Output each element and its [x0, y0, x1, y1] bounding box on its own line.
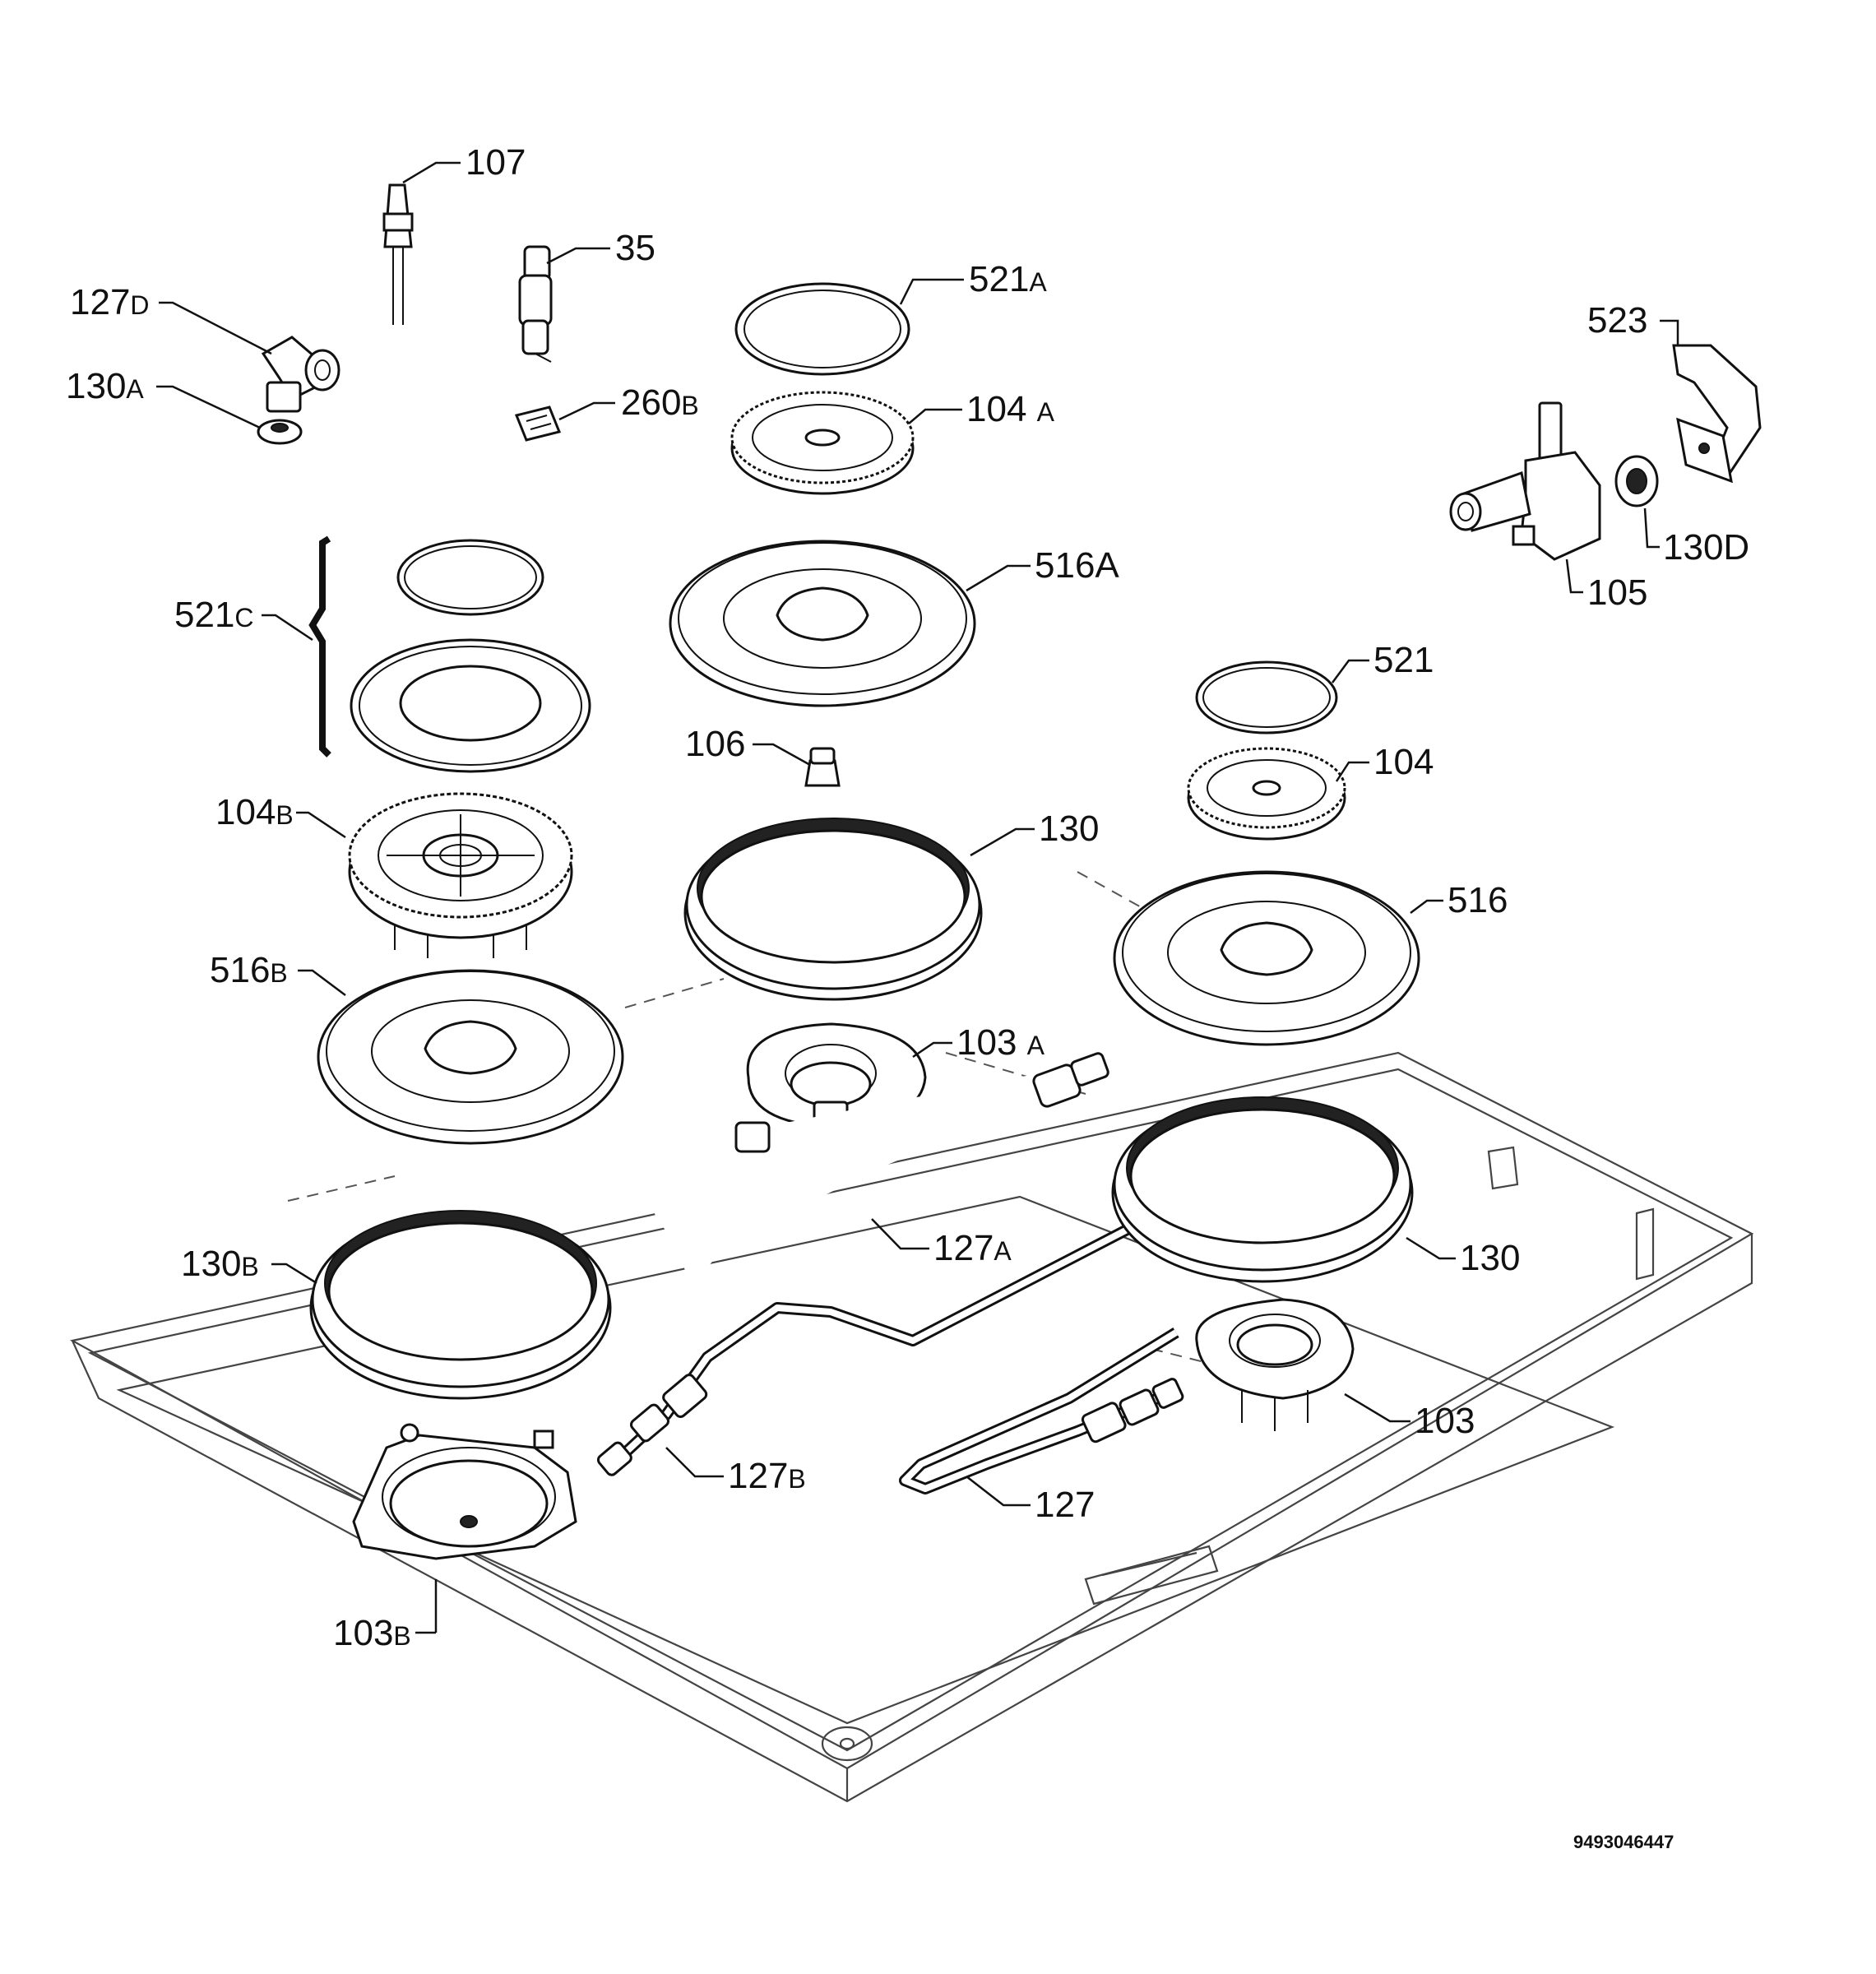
label-127: 127: [1035, 1485, 1095, 1525]
label-516b: 516B: [210, 950, 288, 990]
burner-base-103: [1195, 1298, 1355, 1431]
label-516a: 516A: [1035, 545, 1119, 586]
label-35: 35: [615, 228, 655, 268]
document-id: 9493046447: [1573, 1832, 1674, 1852]
burner-cap-521a: [734, 282, 910, 376]
label-521c: 521C: [174, 595, 254, 635]
injector-106: [804, 747, 841, 787]
gasket-ring-130-right: [1111, 1096, 1414, 1283]
gas-pipe-127: [899, 1328, 1184, 1494]
leader-lines: [156, 161, 1679, 1633]
gasket-ring-130-center: [683, 818, 983, 1001]
label-104a: 104 A: [966, 389, 1055, 429]
label-107: 107: [466, 142, 526, 183]
clip-260b: [514, 405, 562, 442]
label-127b: 127B: [728, 1456, 806, 1496]
label-104: 104: [1373, 742, 1434, 782]
label-130b: 130B: [181, 1244, 259, 1284]
burner-plate-516a: [669, 540, 976, 707]
washer-130d: [1614, 455, 1659, 507]
label-516: 516: [1448, 880, 1508, 920]
gasket-ring-130b: [309, 1210, 612, 1400]
label-127d: 127D: [70, 282, 150, 322]
label-103b: 103B: [333, 1613, 411, 1653]
bracket-523: [1672, 344, 1762, 484]
label-521a: 521A: [969, 259, 1047, 299]
label-521: 521: [1373, 640, 1434, 680]
gas-pipe-127b: [596, 1220, 1138, 1476]
thermocouple-107: [382, 183, 414, 325]
label-106: 106: [685, 724, 745, 764]
washer-130a: [257, 419, 303, 445]
burner-plate-516b: [317, 969, 624, 1145]
ignition-plug-35: [518, 245, 553, 363]
burner-cap-set-521c: [308, 535, 591, 773]
label-130-right: 130: [1460, 1238, 1520, 1278]
label-104b: 104B: [215, 792, 294, 832]
burner-crown-104b: [348, 792, 573, 958]
label-130d: 130D: [1663, 527, 1749, 568]
gas-pipe-127a: [655, 1052, 1109, 1282]
callout-labels: 107 35 127D 130A 260B 521A 104 A 523 130…: [66, 142, 1749, 1653]
label-103a: 103 A: [957, 1022, 1045, 1063]
elbow-connector-127d: [261, 336, 340, 413]
label-523: 523: [1587, 300, 1647, 341]
burner-crown-104: [1187, 747, 1346, 841]
label-127a: 127A: [933, 1228, 1012, 1268]
label-130: 130: [1039, 809, 1099, 849]
label-260b: 260B: [621, 382, 699, 423]
burner-cap-521: [1195, 660, 1338, 734]
label-105: 105: [1587, 572, 1647, 613]
burner-plate-516: [1113, 870, 1420, 1046]
burner-base-103b: [352, 1423, 577, 1560]
gas-valve-105: [1449, 401, 1601, 561]
burner-crown-104a: [730, 391, 915, 495]
label-103: 103: [1415, 1401, 1475, 1441]
label-130a: 130A: [66, 366, 144, 406]
